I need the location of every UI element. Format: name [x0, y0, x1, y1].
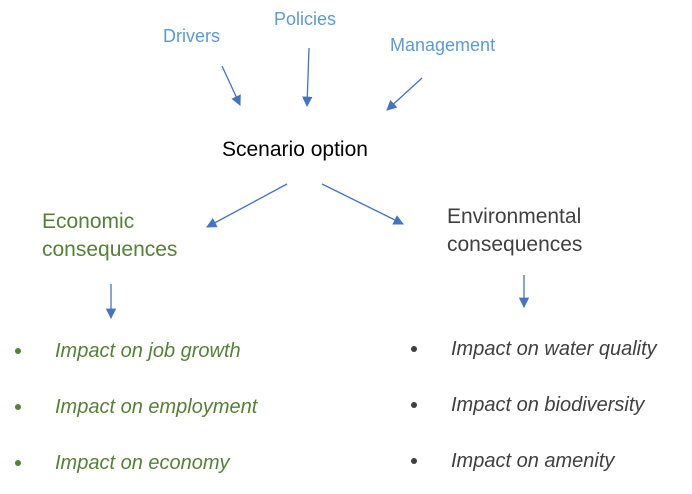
- arrow-management-to-scenario: [386, 77, 423, 111]
- bullet-icon: [15, 348, 21, 354]
- bullet-icon: [411, 346, 417, 352]
- environmental-consequences-title: Environmental consequences: [447, 205, 583, 256]
- bullet-icon: [411, 402, 417, 408]
- economic-impact-item: Impact on economy: [55, 452, 230, 474]
- drivers-label: Drivers: [163, 26, 220, 46]
- arrow-scenario-to-environmental: [321, 183, 404, 225]
- scenario-option-label: Scenario option: [222, 138, 368, 161]
- economic-consequences-title: Economic consequences: [42, 210, 178, 261]
- economic-impact-item: Impact on employment: [55, 396, 258, 418]
- management-label: Management: [390, 35, 496, 55]
- environmental-impact-item: Impact on biodiversity: [451, 394, 645, 416]
- environmental-impact-item: Impact on amenity: [451, 450, 615, 472]
- bullet-icon: [15, 404, 21, 410]
- bullet-icon: [411, 458, 417, 464]
- arrow-policies-to-scenario: [302, 47, 313, 108]
- arrow-drivers-to-scenario: [221, 65, 241, 106]
- economic-impact-item: Impact on job growth: [55, 340, 241, 362]
- environmental-impact-item: Impact on water quality: [451, 338, 657, 360]
- bullet-icon: [15, 460, 21, 466]
- policies-label: Policies: [274, 9, 337, 29]
- arrow-scenario-to-economic: [206, 183, 288, 228]
